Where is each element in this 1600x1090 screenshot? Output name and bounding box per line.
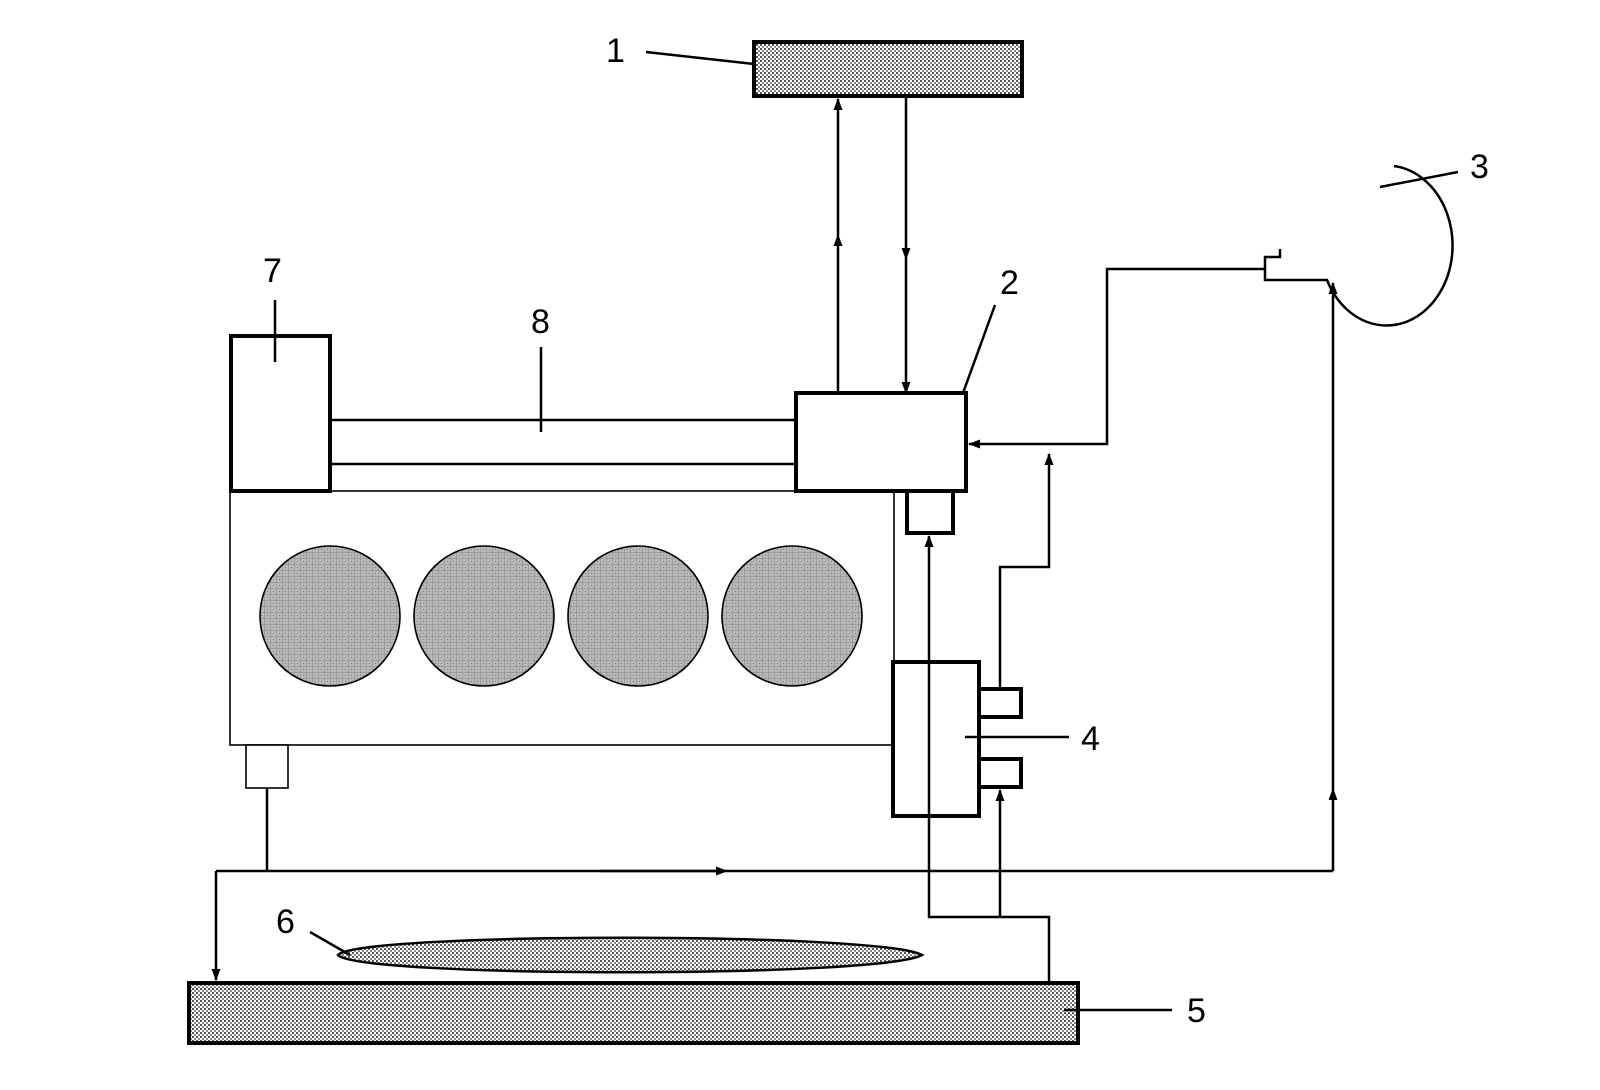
cylinder-1 [259, 545, 401, 687]
component-4-port-bottom [977, 757, 1023, 789]
callout-2: 2 [1000, 264, 1019, 302]
component-1-plate [752, 40, 1024, 98]
cylinder-3 [567, 545, 709, 687]
component-2-box [794, 391, 968, 493]
component-5-plate [187, 981, 1080, 1045]
flow-4-to-2 [998, 453, 1054, 689]
leader-1 [645, 50, 755, 66]
cylinder-2 [413, 545, 555, 687]
cylinder-4 [721, 545, 863, 687]
callout-8: 8 [531, 303, 550, 341]
callout-3: 3 [1470, 148, 1489, 186]
callout-6: 6 [276, 903, 295, 941]
callout-7: 7 [263, 252, 282, 290]
component-7-box [229, 334, 332, 493]
component-4-box [891, 660, 981, 818]
callout-4: 4 [1081, 720, 1100, 758]
component-2-outlet [905, 489, 955, 535]
flow-3-to-2 [968, 267, 1265, 449]
callout-5: 5 [1187, 992, 1206, 1030]
block-drain-port [245, 744, 289, 789]
leader-6 [309, 930, 351, 957]
callout-1: 1 [606, 32, 625, 70]
leader-2 [961, 304, 997, 394]
leader-3 [1379, 170, 1459, 189]
component-4-port-top [977, 687, 1023, 719]
flow-5-to-2 [924, 535, 1051, 983]
component-3-spiral [1263, 164, 1454, 327]
component-6-ellipse [336, 936, 925, 974]
